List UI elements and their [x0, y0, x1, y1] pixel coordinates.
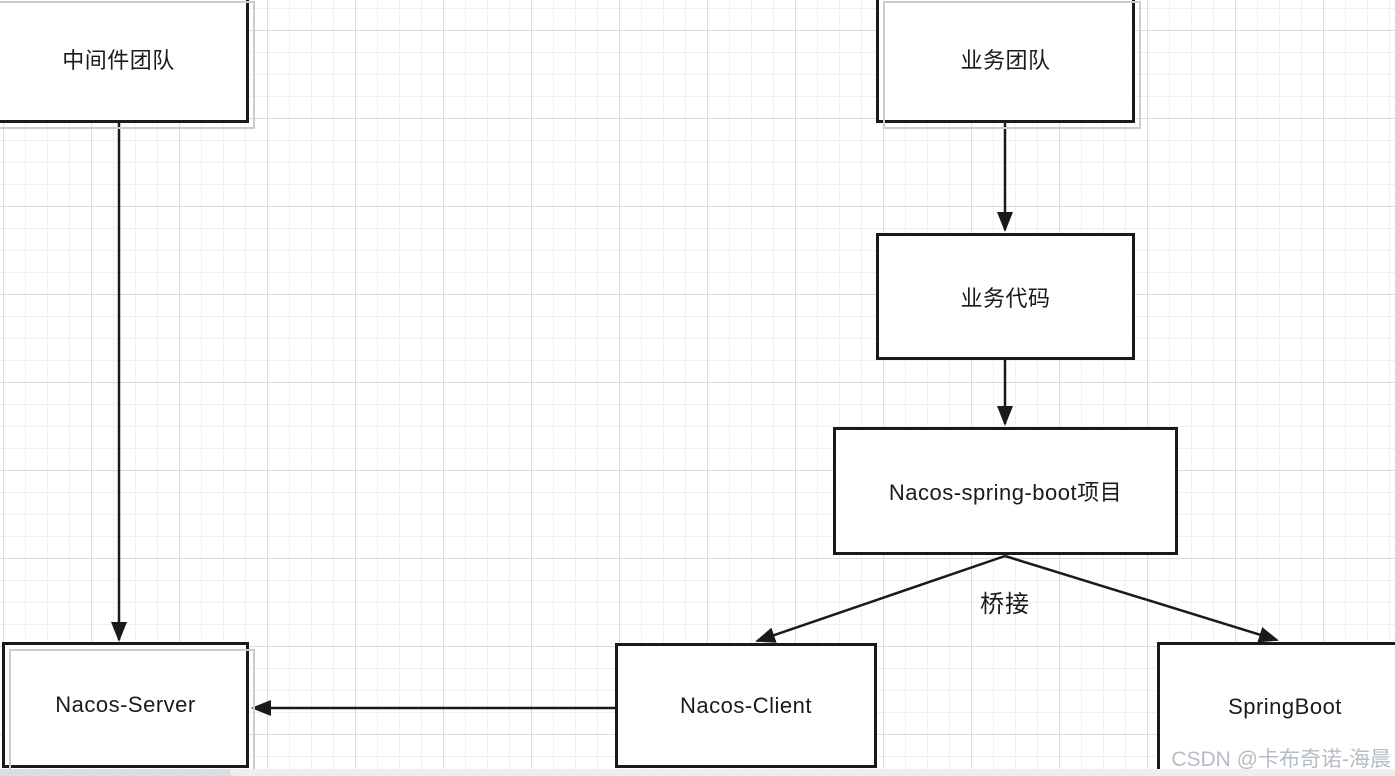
node-nacos-spring-boot-project: Nacos-spring-boot项目	[833, 427, 1178, 555]
arrow-nacos-spring-boot-to-nacos-client	[755, 554, 1006, 643]
node-middleware-team: 中间件团队	[0, 0, 255, 129]
node-nacos-client: Nacos-Client	[615, 643, 877, 768]
node-nacos-server-label: Nacos-Server	[55, 692, 196, 717]
node-nacos-client-label: Nacos-Client	[680, 692, 812, 718]
bridge-edge-label: 桥接	[980, 591, 1030, 618]
node-springboot-label: SpringBoot	[1228, 694, 1342, 719]
csdn-watermark: CSDN @卡布奇诺-海晨	[1171, 748, 1391, 771]
node-nacos-server: Nacos-Server	[2, 642, 255, 774]
node-business-code: 业务代码	[876, 233, 1135, 360]
horizontal-scrollbar-track[interactable]	[0, 769, 1395, 776]
node-springboot: SpringBoot	[1157, 642, 1395, 772]
node-business-team-label: 业务团队	[960, 47, 1051, 73]
horizontal-scrollbar-thumb[interactable]	[230, 769, 1395, 776]
node-business-code-label: 业务代码	[960, 285, 1051, 311]
arrow-nacos-spring-boot-to-springboot	[1004, 554, 1279, 643]
node-middleware-team-label: 中间件团队	[62, 47, 175, 73]
node-business-team: 业务团队	[876, 0, 1141, 129]
node-nacos-spring-boot-project-label: Nacos-spring-boot项目	[888, 480, 1123, 505]
